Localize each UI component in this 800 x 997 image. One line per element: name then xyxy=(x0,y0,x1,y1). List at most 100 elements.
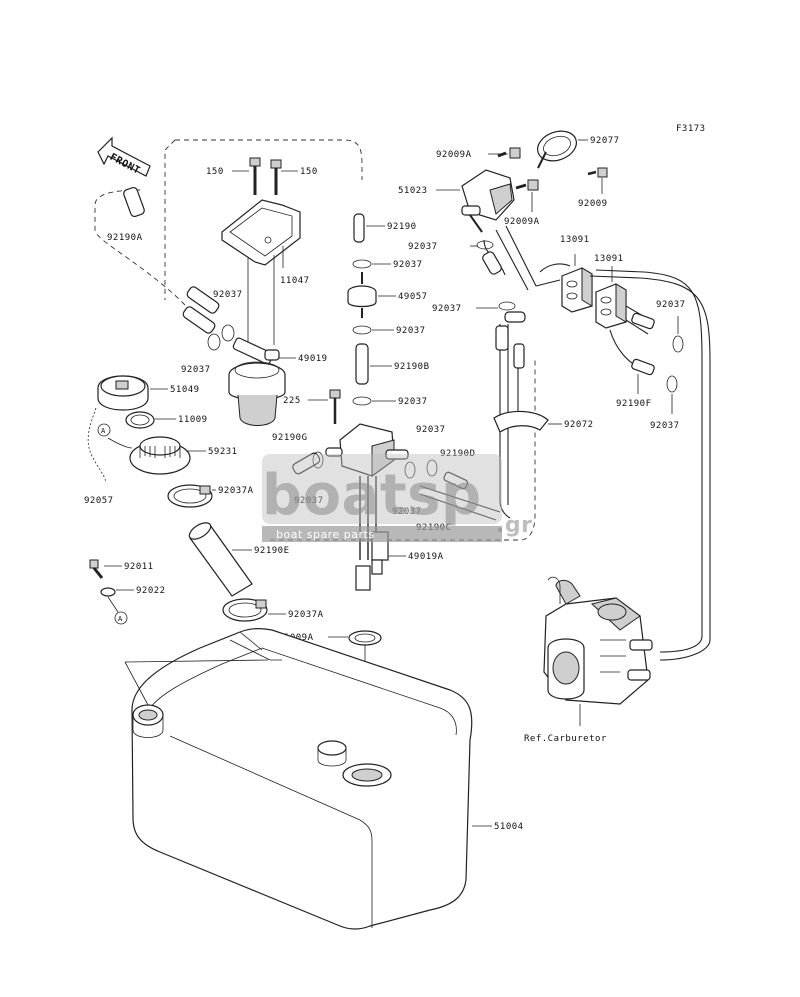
figure-id: F3173 xyxy=(676,124,706,134)
screw-92009 xyxy=(587,167,608,178)
callout-a-top xyxy=(97,423,111,437)
primer-knob-92077 xyxy=(537,130,577,169)
hose-piece-c xyxy=(631,312,655,330)
hose-92190 xyxy=(353,213,365,243)
hose-holder-13091-b xyxy=(595,283,627,329)
label-92037-6: 92037 xyxy=(294,496,324,506)
label-92037-2: 92037 xyxy=(396,326,426,336)
svg-text:boat spare parts: boat spare parts xyxy=(276,528,375,541)
label-150-right: 150 xyxy=(300,167,318,177)
clip-92037-left-b xyxy=(207,333,221,351)
label-51049: 51049 xyxy=(170,385,200,395)
label-49057: 49057 xyxy=(398,292,428,302)
watermark-logo: boatsp boat spare parts .gr xyxy=(262,454,532,542)
carburetor xyxy=(543,576,653,705)
primer-hose-a xyxy=(495,229,529,291)
dashed-group-filter xyxy=(175,139,363,180)
hose-holder-13091-a xyxy=(561,267,593,313)
hose-piece-b xyxy=(513,343,525,369)
fuel-tank-51004 xyxy=(131,628,473,930)
callout-a-bottom xyxy=(114,611,128,625)
clip-92037-7 xyxy=(404,461,416,479)
label-92072: 92072 xyxy=(564,420,594,430)
clip-92037-10 xyxy=(498,301,516,311)
dashed-group-left xyxy=(94,189,201,321)
clip-92037-2 xyxy=(352,325,372,335)
dashed-frame-left xyxy=(164,139,176,300)
label-13091-b: 13091 xyxy=(594,254,624,264)
fuel-valve-body xyxy=(325,423,409,560)
clip-92037-1 xyxy=(352,259,372,269)
hose-piece-a xyxy=(495,325,509,351)
gasket-11009 xyxy=(125,411,155,429)
clamp-92037a-upper xyxy=(167,484,213,508)
ref-carburetor-label: Ref.Carburetor xyxy=(524,734,607,744)
label-92190d: 92190D xyxy=(440,449,476,459)
label-51004: 51004 xyxy=(494,822,524,832)
gasket-11009a xyxy=(348,630,382,646)
svg-text:.gr: .gr xyxy=(496,513,532,538)
svg-text:A: A xyxy=(101,427,106,435)
label-92037a-lower: 92037A xyxy=(288,610,324,620)
label-49019: 49019 xyxy=(298,354,328,364)
label-92009: 92009 xyxy=(578,199,608,209)
label-11009: 11009 xyxy=(178,415,208,425)
clip-92037-6 xyxy=(312,451,324,469)
label-92057: 92057 xyxy=(84,496,114,506)
label-92037-1: 92037 xyxy=(393,260,423,270)
fuel-cap-51049 xyxy=(97,375,149,411)
hose-short-primer xyxy=(482,251,502,275)
label-92009a-top: 92009A xyxy=(436,150,472,160)
tether-92057 xyxy=(87,407,107,483)
label-150-left: 150 xyxy=(206,167,224,177)
hose-92190e xyxy=(188,522,253,597)
label-92037a-upper: 92037A xyxy=(218,486,254,496)
label-92011: 92011 xyxy=(124,562,154,572)
screw-225 xyxy=(329,389,341,424)
label-92077: 92077 xyxy=(590,136,620,146)
label-92037-5: 92037 xyxy=(398,397,428,407)
bolt-150-left xyxy=(249,157,261,195)
clip-92037-12 xyxy=(666,375,678,393)
clip-92037-left-a xyxy=(221,324,235,342)
clip-92037-9 xyxy=(476,240,494,250)
bolt-92009a-top xyxy=(497,147,521,159)
label-92037-12: 92037 xyxy=(650,421,680,431)
bolt-150-right xyxy=(270,159,282,195)
label-92037-9: 92037 xyxy=(408,242,438,252)
hose-92190a xyxy=(123,186,145,218)
label-92037-7: 92037 xyxy=(392,507,422,517)
primer-body-51023 xyxy=(461,169,515,233)
clip-92037-11 xyxy=(672,335,684,353)
label-92037-8: 92037 xyxy=(416,425,446,435)
svg-text:A: A xyxy=(118,615,123,623)
label-59231: 59231 xyxy=(208,447,238,457)
hose-run-top xyxy=(535,263,711,661)
fitting-49057 xyxy=(347,272,377,318)
hose-piece-clip xyxy=(504,311,526,323)
label-13091-a: 13091 xyxy=(560,235,590,245)
screw-92011 xyxy=(89,559,104,579)
label-92037-10: 92037 xyxy=(432,304,462,314)
washer-92022 xyxy=(100,587,116,597)
front-arrow: FRONT xyxy=(97,136,151,177)
dashed-frame-bottom xyxy=(270,360,536,541)
label-11047: 11047 xyxy=(280,276,310,286)
label-92037-4: 92037 xyxy=(181,365,211,375)
svg-text:boatsp: boatsp xyxy=(262,463,482,528)
label-92190g: 92190G xyxy=(272,433,308,443)
bolt-92009a-lower xyxy=(515,179,539,191)
label-92022: 92022 xyxy=(136,586,166,596)
clamp-92072 xyxy=(493,410,549,433)
hose-pair-left xyxy=(182,286,220,334)
label-92190: 92190 xyxy=(387,222,417,232)
clamp-92037a-lower xyxy=(222,598,268,622)
hose-92190b xyxy=(355,343,369,385)
hose-92190f xyxy=(631,358,655,376)
hose-92190d xyxy=(443,471,469,490)
label-92009a-lower: 92009A xyxy=(504,217,540,227)
hose-92190c xyxy=(419,485,501,513)
label-92037-3: 92037 xyxy=(213,290,243,300)
label-51023: 51023 xyxy=(398,186,428,196)
